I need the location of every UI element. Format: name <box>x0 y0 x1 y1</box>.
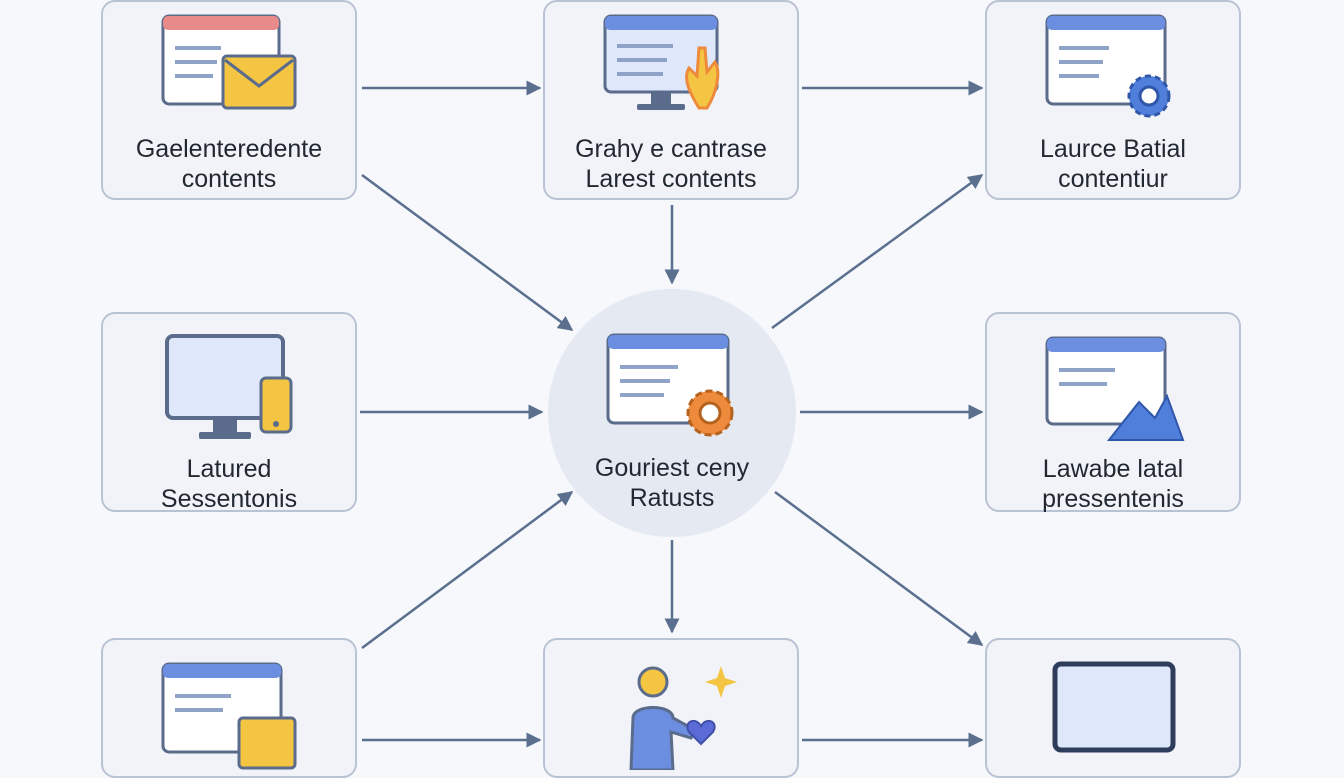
monitor-icon <box>1052 661 1176 753</box>
node-lawabe-latal: Lawabe latal pressentenis <box>985 312 1241 513</box>
browser-gear-icon <box>1045 14 1171 118</box>
arrow-n1-to-hub <box>361 173 574 332</box>
arrow-hub-to-n3 <box>771 173 984 330</box>
browser-gear-icon <box>606 333 734 437</box>
node-label-line-2: pressentenis <box>1042 485 1184 513</box>
node-bottom-left <box>101 638 357 778</box>
node-label-line-2: contentiur <box>1058 165 1168 193</box>
node-label-line-1: Gaelenteredente <box>135 135 323 163</box>
monitor-hand-icon <box>603 14 720 110</box>
node-laurce-batial: Laurce Batial contentiur <box>985 0 1241 200</box>
node-gaelenteredente: Gaelenteredente contents <box>101 0 357 200</box>
monitor-phone-icon <box>165 334 293 439</box>
arrow-hub-to-n9 <box>774 490 984 647</box>
node-label-line-2: Sessentonis <box>160 485 298 513</box>
node-label-line-1: Latured <box>186 455 272 483</box>
flow-diagram: Gaelenteredente contents Grahy e cantras… <box>101 0 1241 778</box>
hub-label-line-2: Ratusts <box>629 484 715 512</box>
hub-node: Gouriest ceny Ratusts <box>548 289 796 537</box>
node-label-line-2: contents <box>181 165 277 193</box>
person-heart-sparkle-icon <box>629 666 737 770</box>
arrow-n7-to-hub <box>361 490 574 650</box>
node-bottom-right <box>985 638 1241 778</box>
connector-layer <box>360 80 984 748</box>
node-grahy-e-cantrase: Grahy e cantrase Larest contents <box>543 0 799 200</box>
node-label-line-1: Laurce Batial <box>1040 135 1186 163</box>
browser-mountain-icon <box>1045 336 1185 441</box>
node-label-line-1: Lawabe latal <box>1042 455 1184 483</box>
node-latured: Latured Sessentonis <box>101 312 357 513</box>
browser-folder-icon <box>161 662 297 770</box>
node-label-line-2: Larest contents <box>585 165 757 193</box>
node-bottom-center <box>543 638 799 778</box>
node-label-line-1: Grahy e cantrase <box>575 135 767 163</box>
browser-envelope-icon <box>161 14 297 110</box>
hub-label-line-1: Gouriest ceny <box>594 454 750 482</box>
